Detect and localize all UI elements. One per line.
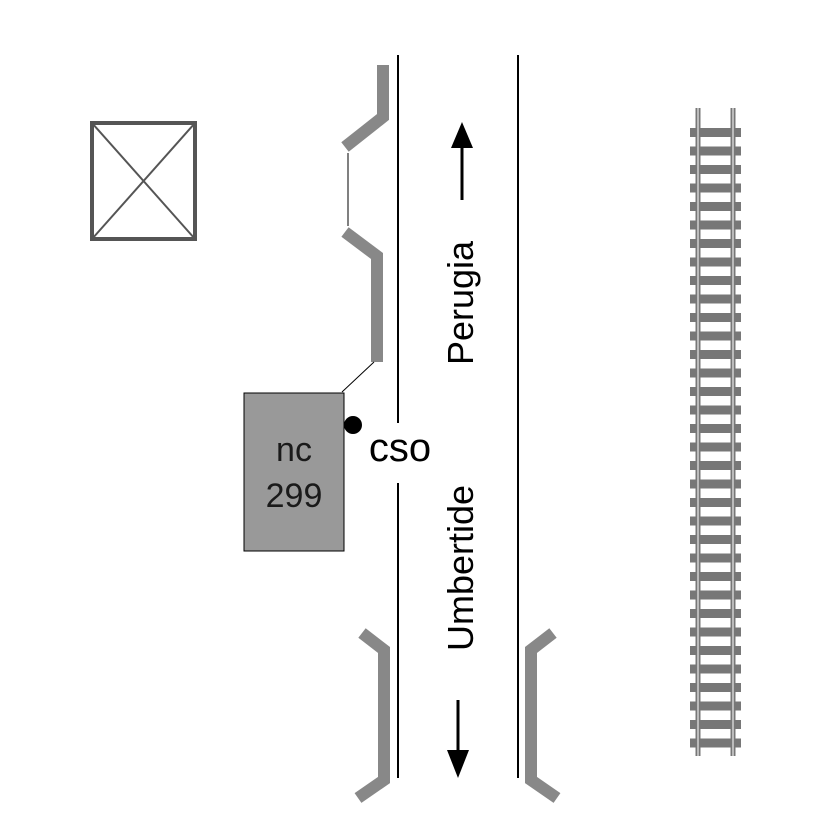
arrow-up-icon	[451, 122, 473, 200]
railway-sleeper	[690, 701, 741, 711]
railway-sleeper	[690, 276, 741, 285]
railway-sleeper	[690, 331, 741, 341]
railway-sleeper	[690, 424, 741, 433]
sidewalk-lower-right	[525, 628, 561, 803]
railway-sleeper	[690, 350, 741, 359]
railway-sleeper	[690, 257, 741, 267]
cso-label: cso	[369, 426, 431, 470]
direction-label-south: Umbertide	[440, 485, 481, 651]
railway-sleeper	[690, 128, 741, 137]
railway-sleeper	[690, 183, 741, 193]
railway-sleeper	[690, 146, 741, 156]
building-connector-line	[341, 361, 375, 393]
railway-sleeper	[690, 664, 741, 674]
railway-sleeper	[690, 516, 741, 526]
railway-sleeper	[690, 461, 741, 470]
railway-sleeper	[690, 202, 741, 211]
cso-point-icon	[344, 416, 362, 434]
railway-sleeper	[690, 442, 741, 452]
railway-sleeper	[690, 609, 741, 618]
railway-sleeper	[690, 590, 741, 600]
railway-sleeper	[690, 683, 741, 692]
railway-sleeper	[690, 405, 741, 415]
railway-sleeper	[690, 220, 741, 230]
railway-sleeper	[690, 294, 741, 304]
building-nc-299: nc 299	[243, 392, 345, 552]
railway-sleeper	[690, 498, 741, 507]
railway-sleeper	[690, 646, 741, 655]
sidewalk-lower-left	[354, 628, 390, 803]
building-number: 299	[266, 477, 323, 515]
railway-sleeper	[690, 738, 741, 748]
railway-sleeper	[690, 313, 741, 322]
arrow-down-icon	[447, 700, 469, 778]
sidewalk-upper-left	[341, 65, 389, 362]
railway-sleeper	[690, 627, 741, 637]
railway-sleeper	[690, 535, 741, 544]
railway-track-icon	[690, 108, 741, 756]
crossed-box-icon	[90, 121, 197, 241]
railway-sleeper	[690, 387, 741, 396]
railway-sleeper	[690, 720, 741, 729]
railway-sleeper	[690, 239, 741, 248]
railway-sleeper	[690, 479, 741, 489]
railway-sleeper	[690, 368, 741, 378]
building-prefix: nc	[276, 431, 312, 469]
railway-sleeper	[690, 165, 741, 174]
railway-sleeper	[690, 553, 741, 563]
direction-label-north: Perugia	[440, 240, 481, 365]
railway-sleeper	[690, 572, 741, 581]
